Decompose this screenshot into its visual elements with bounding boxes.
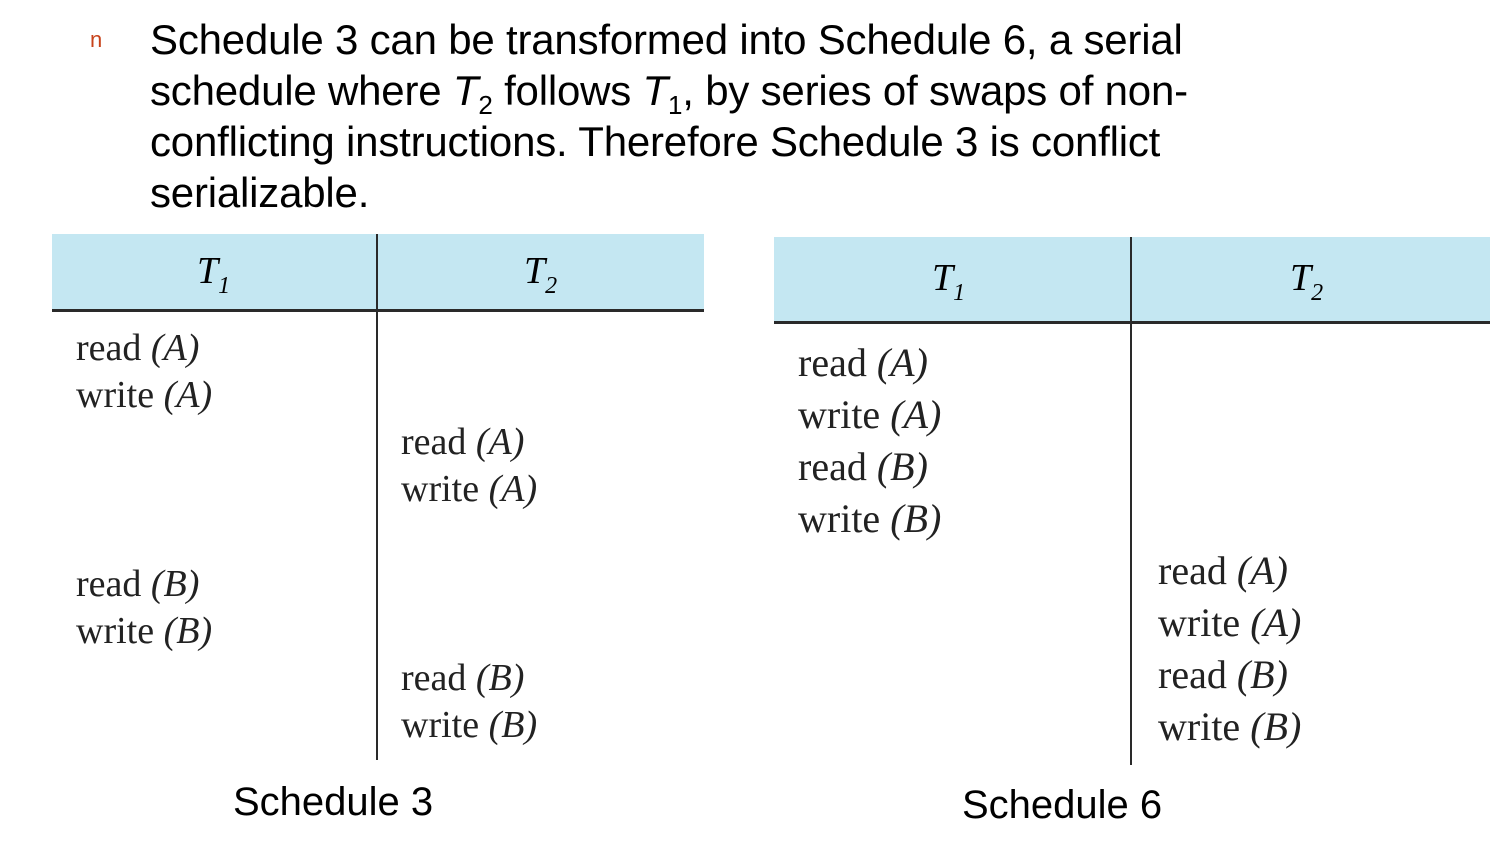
col-name: T [197, 250, 219, 292]
op-name: write [1158, 704, 1241, 749]
schedule-3-table: T1 T2 read (A) write (A) read (A) write … [52, 234, 704, 764]
op-item: (B) [163, 610, 213, 652]
op-name: read [76, 327, 142, 369]
schedule-3-header-rule [52, 309, 704, 312]
op-name: read [401, 421, 467, 463]
op-name: read [798, 444, 867, 489]
op-row: write (B) [76, 608, 212, 655]
schedule-3-caption: Schedule 3 [233, 780, 434, 824]
op-row: write (A) [76, 372, 212, 419]
schedule-3-column-divider [376, 234, 378, 760]
schedule-6-header-rule [774, 321, 1490, 324]
col-name: T [1290, 257, 1312, 299]
op-row: write (B) [401, 702, 537, 749]
op-row: write (A) [1158, 597, 1301, 649]
op-row: write (B) [1158, 701, 1301, 753]
col-sub: 2 [545, 273, 558, 299]
op-item: (A) [1236, 548, 1288, 593]
col-name: T [524, 250, 546, 292]
op-row: read (B) [76, 561, 212, 608]
op-name: read [798, 340, 867, 385]
para-text-3: , by series of swaps of non-conflicting … [150, 67, 1188, 216]
op-name: write [401, 468, 480, 510]
schedule-6-col-t1: T1 [932, 257, 965, 305]
op-row: read (B) [1158, 649, 1301, 701]
op-row: read (A) [798, 337, 941, 389]
schedule-6-table: T1 T2 read (A) write (A) read (B) write … [774, 237, 1490, 767]
op-name: write [76, 374, 155, 416]
schedule-3-col-t2: T2 [524, 250, 557, 298]
schedule-6-caption: Schedule 6 [962, 783, 1163, 827]
schedule-6-t2-block: read (A) write (A) read (B) write (B) [1158, 545, 1301, 753]
op-item: (B) [1250, 704, 1302, 749]
t2-subscript: 2 [478, 90, 493, 120]
op-name: read [401, 657, 467, 699]
op-name: write [401, 704, 480, 746]
t2-symbol: T [452, 67, 479, 114]
op-item: (A) [475, 421, 525, 463]
schedule-3-col-t1: T1 [197, 250, 230, 298]
op-name: read [1158, 652, 1227, 697]
schedule-3-t2-block-2: read (B) write (B) [401, 655, 537, 749]
col-name: T [932, 257, 954, 299]
op-item: (A) [488, 468, 538, 510]
op-item: (B) [890, 496, 942, 541]
op-name: write [798, 392, 881, 437]
op-item: (A) [163, 374, 213, 416]
schedule-3-t2-block-1: read (A) write (A) [401, 419, 537, 513]
op-name: write [798, 496, 881, 541]
col-sub: 2 [1311, 280, 1324, 306]
op-item: (B) [1236, 652, 1288, 697]
op-row: read (B) [401, 655, 537, 702]
schedule-3-t1-block-1: read (A) write (A) [76, 325, 212, 419]
schedule-3-header [52, 234, 704, 310]
para-text-1: Schedule 3 can be transformed into Sched… [150, 16, 1183, 114]
op-item: (B) [876, 444, 928, 489]
op-row: read (A) [76, 325, 212, 372]
t1-subscript: 1 [667, 90, 683, 120]
bullet-paragraph: Schedule 3 can be transformed into Sched… [150, 14, 1250, 218]
schedule-6-column-divider [1130, 237, 1132, 765]
t1-symbol: T [642, 67, 669, 114]
para-text-2: follows [492, 67, 643, 114]
op-row: write (A) [401, 466, 537, 513]
op-name: read [76, 563, 142, 605]
op-row: read (A) [1158, 545, 1301, 597]
op-name: read [1158, 548, 1227, 593]
op-item: (A) [150, 327, 200, 369]
op-item: (B) [475, 657, 525, 699]
op-row: write (B) [798, 493, 941, 545]
op-row: write (A) [798, 389, 941, 441]
op-item: (A) [876, 340, 928, 385]
op-row: read (A) [401, 419, 537, 466]
op-name: write [1158, 600, 1241, 645]
op-row: read (B) [798, 441, 941, 493]
schedule-6-header [774, 237, 1490, 322]
col-sub: 1 [953, 280, 966, 306]
op-name: write [76, 610, 155, 652]
op-item: (A) [1250, 600, 1302, 645]
schedule-3-t1-block-2: read (B) write (B) [76, 561, 212, 655]
schedule-6-t1-block: read (A) write (A) read (B) write (B) [798, 337, 941, 545]
col-sub: 1 [218, 273, 231, 299]
op-item: (B) [488, 704, 538, 746]
schedule-6-col-t2: T2 [1290, 257, 1323, 305]
op-item: (B) [150, 563, 200, 605]
bullet-marker: n [90, 27, 103, 52]
op-item: (A) [890, 392, 942, 437]
